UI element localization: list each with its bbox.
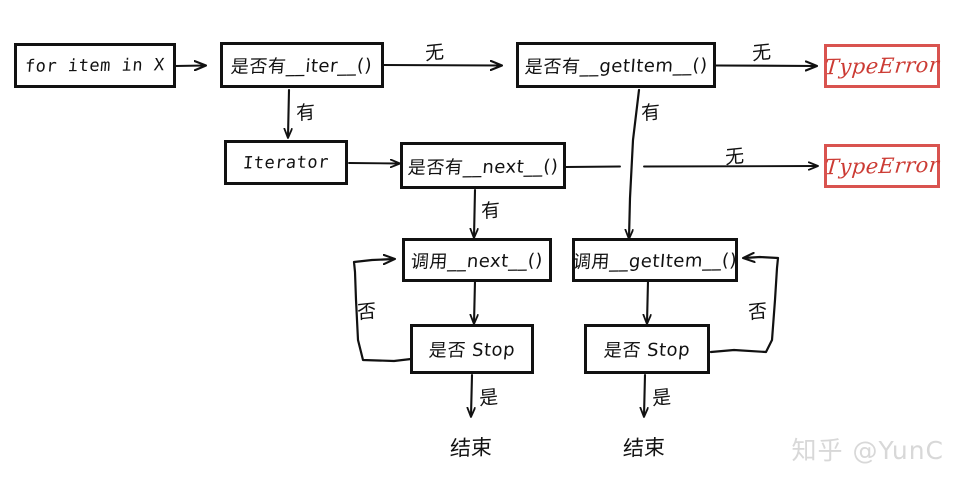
edge-label-stop-left-no: 否	[356, 299, 377, 325]
node-has-iter[interactable]: 是否有__iter__()	[220, 42, 384, 88]
node-label: 是否 Stop	[602, 339, 691, 362]
terminal-end-right: 结束	[622, 435, 666, 461]
edge-label-stop-left-yes: 是	[478, 385, 499, 411]
edge-label-next-no: 无	[724, 144, 745, 170]
node-iterator[interactable]: Iterator	[224, 140, 348, 185]
edge-label-stop-right-no: 否	[747, 299, 768, 325]
node-label: TypeError	[823, 52, 941, 80]
edge-label-getitem-yes: 有	[640, 100, 661, 126]
node-label: 是否有__next__()	[406, 155, 559, 179]
node-label: TypeError	[823, 152, 941, 180]
node-call-next[interactable]: 调用__next__()	[402, 238, 552, 282]
node-label: 调用__next__()	[410, 250, 544, 273]
node-label: 是否有__getItem__()	[523, 55, 709, 78]
node-has-next[interactable]: 是否有__next__()	[400, 142, 566, 189]
node-call-getitem[interactable]: 调用__getItem__()	[572, 238, 738, 282]
node-label: 是否有__iter__()	[230, 55, 374, 78]
node-label: Iterator	[242, 152, 330, 173]
node-for-item-in-x[interactable]: for item in X	[14, 43, 176, 88]
node-label: 是否 Stop	[427, 339, 516, 362]
node-type-error-top[interactable]: TypeError	[824, 44, 940, 88]
node-label: for item in X	[24, 54, 166, 77]
watermark: 知乎 @YunC	[791, 436, 944, 465]
edge-label-iter-no: 无	[424, 40, 445, 66]
edge-label-stop-right-yes: 是	[651, 385, 672, 411]
edge-label-iter-yes: 有	[295, 100, 316, 126]
node-type-error-middle[interactable]: TypeError	[824, 144, 940, 188]
edge-label-getitem-no: 无	[751, 40, 772, 66]
node-label: 调用__getItem__()	[571, 250, 738, 273]
node-is-stop-left[interactable]: 是否 Stop	[410, 324, 534, 374]
node-has-getitem[interactable]: 是否有__getItem__()	[516, 42, 716, 88]
terminal-end-left: 结束	[449, 435, 493, 461]
edge-label-next-yes: 有	[480, 198, 501, 224]
node-is-stop-right[interactable]: 是否 Stop	[584, 324, 710, 374]
